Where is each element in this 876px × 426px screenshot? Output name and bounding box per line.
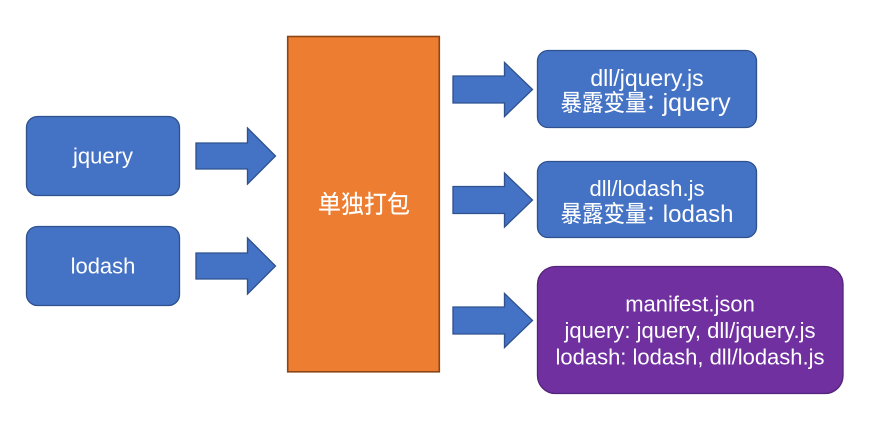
svg-text:dll/jquery.js: dll/jquery.js (590, 65, 703, 91)
svg-text:jquery: jquery (72, 144, 133, 169)
svg-text:dll/lodash.js: dll/lodash.js (590, 176, 705, 201)
svg-text:manifest.json: manifest.json (625, 292, 755, 317)
svg-text:jquery: jquery (662, 89, 732, 117)
svg-text:lodash: lodash (663, 201, 734, 228)
svg-text:lodash: lodash (71, 254, 136, 279)
svg-text:jquery: jquery, dll/jquery.js: jquery: jquery, dll/jquery.js (563, 318, 815, 343)
svg-text:lodash: lodash, dll/lodash.js: lodash: lodash, dll/lodash.js (555, 345, 824, 370)
